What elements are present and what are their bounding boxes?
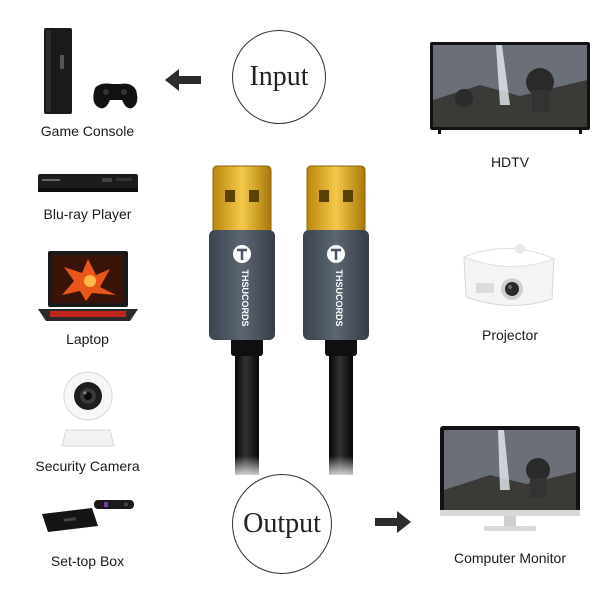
laptop-label: Laptop	[66, 331, 109, 347]
brand-text-left: THSUCORDS	[240, 269, 250, 326]
bluray-player-item: Blu-ray Player	[0, 160, 180, 230]
hdtv-label: HDTV	[490, 154, 530, 170]
laptop-icon	[38, 251, 138, 321]
security-camera-label: Security Camera	[35, 458, 140, 474]
output-circle: Output	[232, 474, 332, 574]
set-top-box-icon	[42, 500, 134, 532]
laptop-item: Laptop	[0, 245, 180, 350]
input-label: Input	[249, 61, 309, 92]
hdtv-icon	[430, 42, 590, 134]
bluray-player-label: Blu-ray Player	[43, 206, 132, 222]
computer-monitor-icon	[440, 426, 580, 531]
security-camera-item: Security Camera	[0, 360, 180, 480]
projector-icon	[462, 244, 556, 306]
displayport-cable-pair: THSUCORDS THSUCORDS	[195, 165, 395, 480]
input-circle: Input	[232, 30, 326, 124]
output-label: Output	[243, 508, 321, 539]
computer-monitor-item: Computer Monitor	[420, 420, 600, 580]
hdtv-item: HDTV	[420, 30, 600, 180]
projector-label: Projector	[481, 327, 539, 343]
projector-item: Projector	[420, 235, 600, 355]
game-console-icon	[44, 28, 138, 114]
computer-monitor-label: Computer Monitor	[453, 550, 567, 566]
set-top-box-item: Set-top Box	[0, 490, 180, 580]
game-console-item: Game Console	[0, 0, 180, 150]
arrow-right-icon	[375, 511, 411, 533]
set-top-box-label: Set-top Box	[50, 553, 125, 569]
game-console-label: Game Console	[40, 123, 135, 139]
bluray-player-icon	[38, 174, 138, 192]
brand-text-right: THSUCORDS	[334, 269, 344, 326]
arrow-left-icon	[165, 69, 201, 91]
security-camera-icon	[61, 371, 115, 447]
